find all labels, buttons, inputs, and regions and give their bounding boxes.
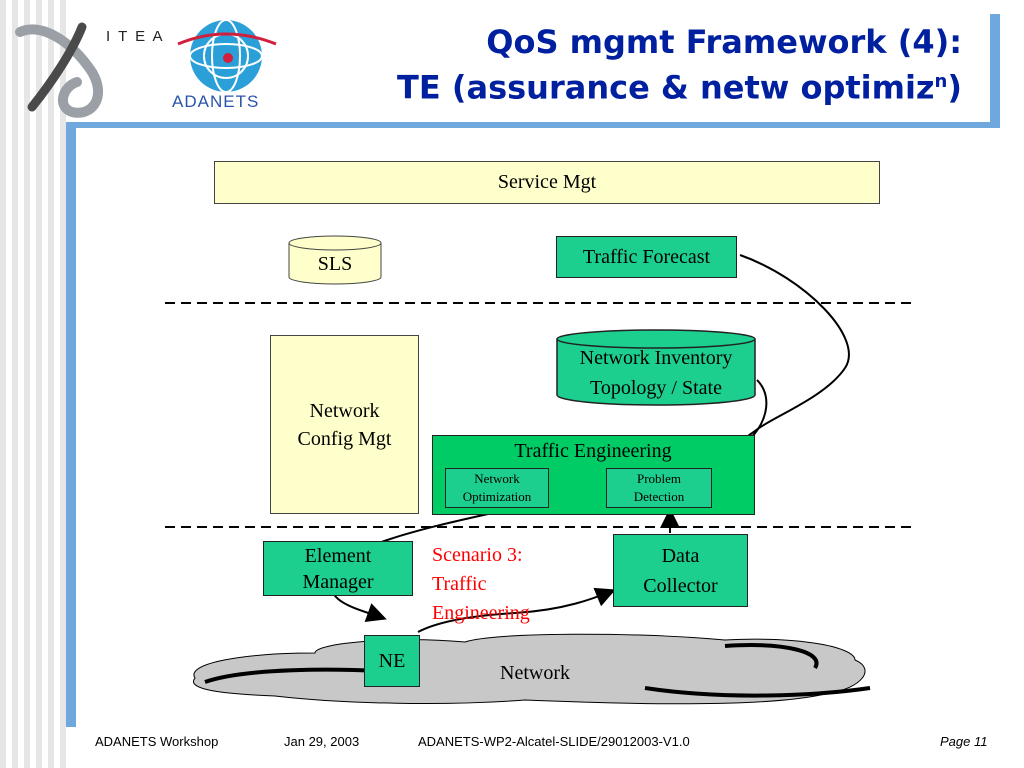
network-config-mgt-box: Network Config Mgt [270,335,419,514]
itea-text: I T E A [106,28,165,45]
network-optimization-box: Network Optimization [445,468,549,508]
diagram-canvas: Service Mgt SLS Traffic Forecast Network… [165,148,912,708]
footer-page-number: Page 11 [940,734,988,749]
data-collector-line-2: Collector [643,574,718,597]
service-mgt-label: Service Mgt [497,171,597,193]
traffic-engineering-label: Traffic Engineering [514,439,672,462]
network-inventory-cylinder-shape [556,329,756,406]
footer-date: Jan 29, 2003 [284,734,360,749]
scenario-line-3: Engineering [432,602,530,624]
scenario-line-2: Traffic [432,573,487,595]
ne-label: NE [378,649,406,672]
diagram-connectors [165,254,912,705]
problem-detection-line-2: Detection [633,489,685,504]
element-manager-line-2: Manager [302,570,374,593]
network-inventory-database: Network Inventory Topology / State [556,329,756,407]
problem-detection-line-1: Problem [636,471,682,486]
element-manager-box: Element Manager [263,541,413,596]
network-inventory-label: Network Inventory Topology / State [556,343,756,403]
data-collector-box: Data Collector [613,534,748,607]
footer-event: ADANETS Workshop [95,734,219,749]
cloud-outline-top [724,643,819,670]
ne-box: NE [364,635,420,687]
itea-swirl-icon [15,22,103,118]
footer-doc-id: ADANETS-WP2-Alcatel-SLIDE/29012003-V1.0 [418,734,690,749]
sls-database: SLS [288,235,382,285]
title-line-1: QoS mgmt Framework (4): [486,23,962,61]
left-accent-bar [66,122,76,727]
scenario-caption: Scenario 3: Traffic Engineering [432,541,572,628]
title-superscript: n [934,71,948,92]
network-config-line-2: Config Mgt [297,427,392,450]
adanets-logo: ADANETS [168,14,288,114]
network-optimization-line-1: Network [474,471,520,486]
globe-icon [177,19,277,93]
element-manager-line-1: Element [304,544,372,567]
traffic-engineering-box: Traffic Engineering Network Optimization… [432,435,755,515]
sls-cylinder-shape [288,235,382,285]
header-divider [66,122,1000,128]
sls-label: SLS [317,252,353,275]
traffic-forecast-box: Traffic Forecast [556,236,737,278]
slide-title: QoS mgmt Framework (4): TE (assurance & … [397,22,962,108]
itea-logo: I T E A [12,12,192,122]
network-label: Network [500,661,570,684]
network-inventory-line-1: Network Inventory [579,347,733,369]
title-line-2-end: ) [947,68,962,107]
adanets-logo-text: ADANETS [172,92,260,111]
data-collector-line-1: Data [661,544,700,567]
title-line-2: TE (assurance & netw optimizn) [397,62,962,108]
arrow-ne-to-collector [417,587,616,633]
network-optimization-line-2: Optimization [462,489,532,504]
problem-detection-box: Problem Detection [606,468,712,508]
cloud-outline-right [644,686,871,698]
network-cloud [192,633,866,705]
network-config-line-1: Network [309,399,380,422]
right-accent-bar [990,14,1000,128]
scenario-line-1: Scenario 3: [432,544,523,566]
left-stripe-decoration [0,0,70,768]
network-inventory-line-2: Topology / State [590,377,722,399]
title-line-2-main: TE (assurance & netw optimiz [397,68,935,107]
traffic-forecast-label: Traffic Forecast [582,245,711,268]
service-mgt-box: Service Mgt [214,161,880,204]
